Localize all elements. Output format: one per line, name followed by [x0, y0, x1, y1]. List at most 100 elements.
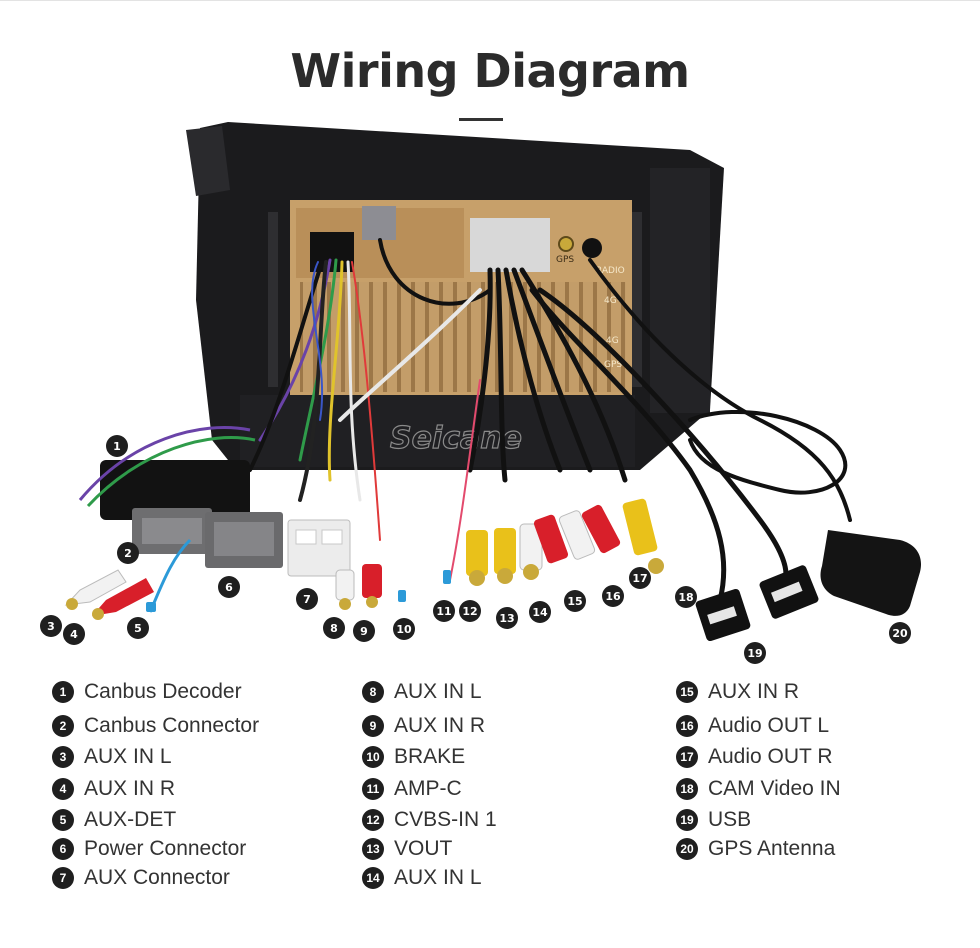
legend-item-3: 3 AUX IN L — [52, 744, 172, 770]
callout-number: 15 — [567, 595, 582, 608]
legend-item-15: 15 AUX IN R — [676, 679, 799, 705]
callout-number: 12 — [462, 605, 477, 618]
callout-badge-17: 17 — [629, 567, 651, 589]
legend-item-11: 11 AMP-C — [362, 776, 462, 802]
callout-number: 17 — [632, 572, 647, 585]
callout-badge-11: 11 — [433, 600, 455, 622]
legend-item-6: 6 Power Connector — [52, 836, 246, 862]
legend-label: GPS Antenna — [708, 837, 836, 860]
legend-label: AUX IN L — [84, 745, 172, 768]
callout-number: 4 — [70, 628, 78, 641]
callout-badge-20: 20 — [889, 622, 911, 644]
page-title: Wiring Diagram — [290, 44, 690, 98]
callout-badge-4: 4 — [63, 623, 85, 645]
legend-number-badge: 12 — [362, 809, 384, 831]
callout-badge-12: 12 — [459, 600, 481, 622]
legend-number-badge: 6 — [52, 838, 74, 860]
legend-label: USB — [708, 808, 752, 831]
callout-badge-13: 13 — [496, 607, 518, 629]
legend-label: AMP-C — [394, 777, 462, 800]
legend-label: AUX IN R — [394, 714, 486, 737]
legend-label: VOUT — [394, 837, 453, 860]
legend-number-badge: 1 — [52, 681, 74, 703]
callout-badge-10: 10 — [393, 618, 415, 640]
callout-badge-9: 9 — [353, 620, 375, 642]
radio-port-label: RADIO — [596, 266, 625, 276]
legend-label: AUX IN L — [394, 866, 482, 889]
callout-badge-5: 5 — [127, 617, 149, 639]
callout-number: 13 — [499, 612, 514, 625]
legend-label: Canbus Connector — [84, 714, 260, 737]
callout-number: 9 — [360, 625, 368, 638]
callout-number: 2 — [124, 547, 132, 560]
legend-number-badge: 18 — [676, 778, 698, 800]
callout-badge-8: 8 — [323, 617, 345, 639]
legend-label: Canbus Decoder — [84, 680, 242, 703]
legend-number-badge: 9 — [362, 715, 384, 737]
legend-number-badge: 17 — [676, 746, 698, 768]
callout-number: 20 — [892, 627, 908, 640]
4g-plus-port-label: 4G+ — [604, 296, 624, 306]
gps-port-label: GPS — [556, 255, 574, 265]
legend-number-badge: 11 — [362, 778, 384, 800]
power-connector — [205, 512, 283, 568]
callout-badge-19: 19 — [744, 642, 766, 664]
legend-item-9: 9 AUX IN R — [362, 713, 485, 739]
rca-aux-in-left-pair — [64, 538, 192, 620]
callout-number: 18 — [678, 591, 693, 604]
callout-badge-2: 2 — [117, 542, 139, 564]
callout-number: 1 — [113, 440, 121, 453]
legend-label: Power Connector — [84, 837, 247, 860]
legend-item-8: 8 AUX IN L — [362, 679, 482, 705]
callout-badge-1: 1 — [106, 435, 128, 457]
legend-number-badge: 3 — [52, 746, 74, 768]
canbus-decoder — [78, 426, 256, 520]
legend-label: AUX Connector — [84, 866, 230, 889]
legend-number-badge: 19 — [676, 809, 698, 831]
callout-number: 3 — [47, 620, 55, 633]
callout-badge-3: 3 — [40, 615, 62, 637]
callout-number: 6 — [225, 581, 233, 594]
callout-badge-14: 14 — [529, 601, 551, 623]
top-rule — [0, 0, 980, 1]
legend-label: Audio OUT L — [708, 714, 830, 737]
legend-label: AUX IN R — [708, 680, 800, 703]
aux-connector — [287, 519, 351, 577]
legend-number-badge: 16 — [676, 715, 698, 737]
legend-item-17: 17 Audio OUT R — [676, 744, 833, 770]
legend-number-badge: 13 — [362, 838, 384, 860]
gps-antenna — [820, 530, 922, 616]
legend-label: AUX IN L — [394, 680, 482, 703]
callout-badge-16: 16 — [602, 585, 624, 607]
gps-lower-port-label: GPS — [604, 360, 622, 370]
legend-label: CVBS-IN 1 — [394, 808, 497, 831]
callout-badge-6: 6 — [218, 576, 240, 598]
legend-number-badge: 20 — [676, 838, 698, 860]
callout-number: 16 — [605, 590, 621, 603]
rca-center-group — [443, 498, 664, 586]
wiring-harness — [248, 238, 852, 603]
legend-label: Audio OUT R — [708, 745, 833, 768]
legend-item-20: 20 GPS Antenna — [676, 836, 835, 862]
legend-item-14: 14 AUX IN L — [362, 865, 482, 891]
legend-number-badge: 14 — [362, 867, 384, 889]
legend-label: BRAKE — [394, 745, 466, 768]
callout-badge-7: 7 — [296, 588, 318, 610]
legend-item-1: 1 Canbus Decoder — [52, 679, 242, 705]
callout-badge-18: 18 — [675, 586, 697, 608]
legend-label: CAM Video IN — [708, 777, 841, 800]
legend-item-19: 19 USB — [676, 807, 751, 833]
title-underline — [459, 118, 503, 121]
legend-number-badge: 8 — [362, 681, 384, 703]
callout-number: 11 — [436, 605, 451, 618]
legend-number-badge: 10 — [362, 746, 384, 768]
callout-number: 8 — [330, 622, 338, 635]
rca-aux-connector-pair — [335, 564, 406, 610]
legend-label: AUX-DET — [84, 808, 177, 831]
legend-number-badge: 5 — [52, 809, 74, 831]
callout-number: 7 — [303, 593, 311, 606]
legend-number-badge: 15 — [676, 681, 698, 703]
